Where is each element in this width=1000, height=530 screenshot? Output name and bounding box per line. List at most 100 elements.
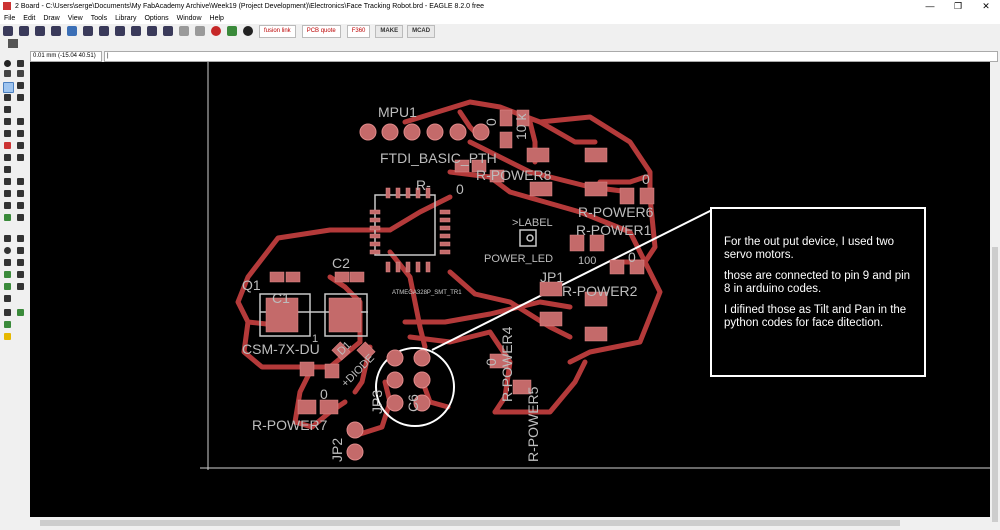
label-mpu1: MPU1 [378, 104, 417, 120]
warning-icon[interactable] [4, 333, 11, 340]
delete-icon[interactable] [4, 130, 11, 137]
open-icon[interactable] [3, 26, 13, 36]
menu-library[interactable]: Library [115, 14, 137, 22]
route-icon[interactable] [17, 190, 24, 197]
rotate-icon[interactable] [17, 94, 24, 101]
lock-icon[interactable] [4, 166, 11, 173]
dimension-icon[interactable] [4, 283, 11, 290]
trace [407, 329, 513, 415]
zoom-redraw-icon[interactable] [147, 26, 157, 36]
menu-window[interactable]: Window [176, 14, 202, 22]
horizontal-scrollbar[interactable] [30, 517, 990, 530]
select-icon[interactable] [3, 82, 14, 93]
scrollbar-thumb[interactable] [40, 520, 900, 526]
grid-icon[interactable] [8, 39, 18, 48]
drc-icon[interactable] [4, 309, 11, 316]
pad [489, 353, 509, 369]
zoom-in-icon[interactable] [115, 26, 125, 36]
trace [447, 269, 573, 340]
paste-icon[interactable] [17, 118, 24, 125]
value-icon[interactable] [17, 142, 24, 149]
move-icon[interactable] [17, 82, 24, 89]
line-icon[interactable] [4, 235, 11, 242]
pad [413, 349, 431, 367]
save-icon[interactable] [19, 26, 29, 36]
pad [569, 234, 585, 252]
mark-icon[interactable] [17, 70, 24, 77]
pad [439, 225, 451, 231]
copy-icon[interactable] [4, 94, 11, 101]
print-icon[interactable] [35, 26, 45, 36]
autorouter-icon[interactable] [4, 214, 11, 221]
mirror-icon[interactable] [4, 106, 11, 113]
polygon-icon[interactable] [17, 259, 24, 266]
display-icon[interactable] [4, 70, 11, 77]
optimize-icon[interactable] [4, 190, 11, 197]
main-toolbar: fusion link PCB quote F360 MAKE MCAD [0, 24, 1000, 39]
zoom-select-icon[interactable] [163, 26, 173, 36]
minimize-button[interactable]: — [925, 1, 935, 11]
wrench-icon[interactable] [17, 130, 24, 137]
undo-icon[interactable] [179, 26, 189, 36]
scrollbar-thumb[interactable] [992, 247, 998, 522]
menu-edit[interactable]: Edit [23, 14, 36, 22]
change-icon[interactable] [4, 178, 11, 185]
rect-icon[interactable] [4, 259, 11, 266]
board-canvas[interactable]: MPU1 FTDI_BASIC_PTH R- R-POWER8 R-POWER6… [30, 62, 990, 517]
label-c1: C1 [272, 290, 290, 306]
zoom-fit-icon[interactable] [99, 26, 109, 36]
name-icon[interactable] [4, 142, 11, 149]
info-icon[interactable] [4, 60, 11, 67]
smash-icon[interactable] [17, 154, 24, 161]
pcb-quote-button[interactable]: PCB quote [301, 24, 341, 38]
label-zero: 0 [483, 358, 499, 366]
vertical-scrollbar[interactable] [990, 62, 1000, 530]
f360-button[interactable]: F360 [346, 24, 371, 38]
highlight-circle [375, 347, 455, 427]
mcad-button[interactable]: MCAD [407, 24, 436, 38]
redo-icon[interactable] [195, 26, 205, 36]
make-button[interactable]: MAKE [375, 24, 404, 38]
menu-help[interactable]: Help [209, 14, 224, 22]
menu-file[interactable]: File [4, 14, 16, 22]
maximize-button[interactable]: ❐ [953, 1, 963, 11]
ratsnest-icon[interactable] [4, 295, 11, 302]
fusion-link-button[interactable]: fusion link [259, 24, 296, 38]
hole-icon[interactable] [17, 271, 24, 278]
stop-icon[interactable] [211, 26, 221, 36]
pad [439, 249, 451, 255]
go-icon[interactable] [227, 26, 237, 36]
ripup-icon[interactable] [17, 202, 24, 209]
command-line-input[interactable]: | [104, 51, 998, 62]
circle-icon[interactable] [4, 247, 11, 254]
group-icon[interactable] [4, 118, 11, 125]
show-icon[interactable] [17, 60, 24, 67]
meander-icon[interactable] [4, 202, 11, 209]
pad [499, 109, 513, 127]
close-button[interactable]: ✕ [982, 1, 990, 11]
board-switch-icon[interactable] [67, 26, 77, 36]
menu-draw[interactable]: Draw [43, 14, 60, 22]
paste-layer-icon[interactable] [17, 178, 24, 185]
label-q1: Q1 [242, 277, 261, 293]
zoom-out-icon[interactable] [131, 26, 141, 36]
help-icon[interactable] [243, 26, 253, 36]
menu-tools[interactable]: Tools [90, 14, 108, 22]
menu-view[interactable]: View [67, 14, 83, 22]
text-icon[interactable] [17, 235, 24, 242]
window-title: 2 Board - C:\Users\serge\Documents\My Fa… [15, 2, 485, 10]
pad [369, 233, 381, 239]
menu-options[interactable]: Options [144, 14, 169, 22]
errors-icon[interactable] [17, 309, 24, 316]
use-library-icon[interactable] [83, 26, 93, 36]
layer-icon[interactable] [4, 321, 11, 328]
split-icon[interactable] [4, 154, 11, 161]
signal-icon[interactable] [17, 214, 24, 221]
pad [319, 399, 339, 415]
cam-processor-icon[interactable] [51, 26, 61, 36]
via-icon[interactable] [4, 271, 11, 278]
attribute-icon[interactable] [17, 283, 24, 290]
pad [334, 271, 350, 283]
arc-icon[interactable] [17, 247, 24, 254]
pad [369, 249, 381, 255]
